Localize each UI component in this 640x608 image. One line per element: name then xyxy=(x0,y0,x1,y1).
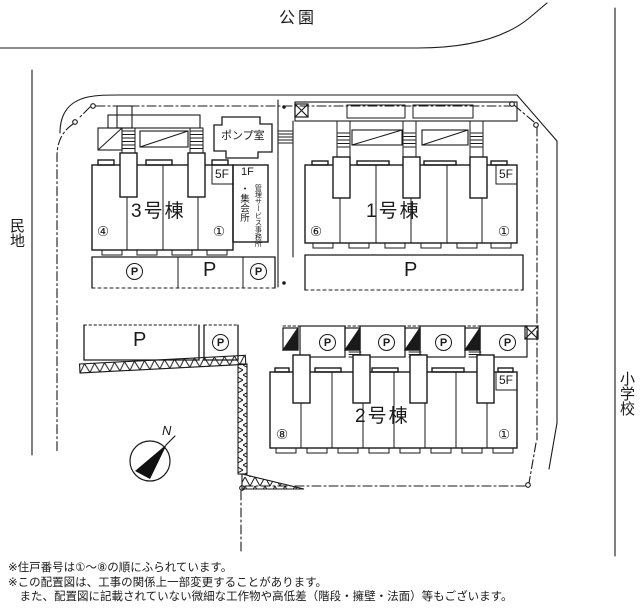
office-name-label: 管理サービス事務所 xyxy=(254,184,262,247)
elementary-school-label: 小学校 xyxy=(618,371,635,416)
compass-north-label: N xyxy=(162,423,172,438)
parking-circled-icon: P xyxy=(378,334,395,351)
note-line-3: また、配置図に記載されていない微細な工作物や高低差（階段・擁壁・法面）等もござい… xyxy=(8,591,513,603)
boundary-point-markers xyxy=(72,101,539,491)
pump-room-outline xyxy=(213,116,273,159)
building-1-name: 1号棟 xyxy=(366,201,421,222)
parking-circled-icon: P xyxy=(250,263,267,280)
building-3-unit-right: ① xyxy=(213,224,226,239)
building-1-unit-right: ① xyxy=(498,224,511,239)
road-lines xyxy=(0,2,616,557)
parking-circled-icon: P xyxy=(212,334,229,351)
office-name2-label: ・集会所 xyxy=(237,184,249,222)
building-3-outline xyxy=(91,105,269,256)
stair-hatch xyxy=(336,120,484,158)
step-marker-icon xyxy=(281,326,481,351)
building-2-name: 2号棟 xyxy=(355,406,410,427)
office-floor-label: 1F xyxy=(241,166,254,178)
parking-open-label: P xyxy=(203,259,217,281)
parking-strip-b xyxy=(304,254,524,291)
building-2-outline xyxy=(269,354,518,454)
retaining-wall-hatch xyxy=(78,354,305,490)
site-outline xyxy=(59,94,558,470)
building-2-unit-left: ⑧ xyxy=(276,427,289,442)
building-1-unit-left: ⑥ xyxy=(310,224,323,239)
parking-circled-icon: P xyxy=(126,263,143,280)
central-walkway xyxy=(277,99,294,288)
stair-hatch xyxy=(121,127,204,155)
parking-open-label: P xyxy=(404,259,418,281)
building-1-floors: 5F xyxy=(499,167,514,181)
north-compass-icon xyxy=(129,435,176,482)
parking-circled-icon: P xyxy=(499,334,516,351)
parking-open-label: P xyxy=(133,329,147,351)
building-3-name: 3号棟 xyxy=(131,201,186,222)
parking-circled-icon: P xyxy=(319,334,336,351)
building-3-floors: 5F xyxy=(215,167,230,181)
parking-strip-a xyxy=(91,256,276,289)
note-line-1: ※住戸番号は①～⑧の順にふられています。 xyxy=(8,562,233,574)
parking-circled-icon: P xyxy=(435,334,452,351)
private-land-label: 民地 xyxy=(8,218,25,248)
pump-room-label: ポンプ室 xyxy=(221,130,265,142)
park-label: 公園 xyxy=(279,10,318,27)
building-3-unit-left: ④ xyxy=(97,224,110,239)
note-line-2: ※この配置図は、工事の関係上一部変更することがあります。 xyxy=(8,577,327,589)
building-2-unit-right: ① xyxy=(498,427,511,442)
bollard-dots xyxy=(282,105,286,285)
building-2-floors: 5F xyxy=(499,373,514,387)
building-1-outline xyxy=(294,101,518,249)
